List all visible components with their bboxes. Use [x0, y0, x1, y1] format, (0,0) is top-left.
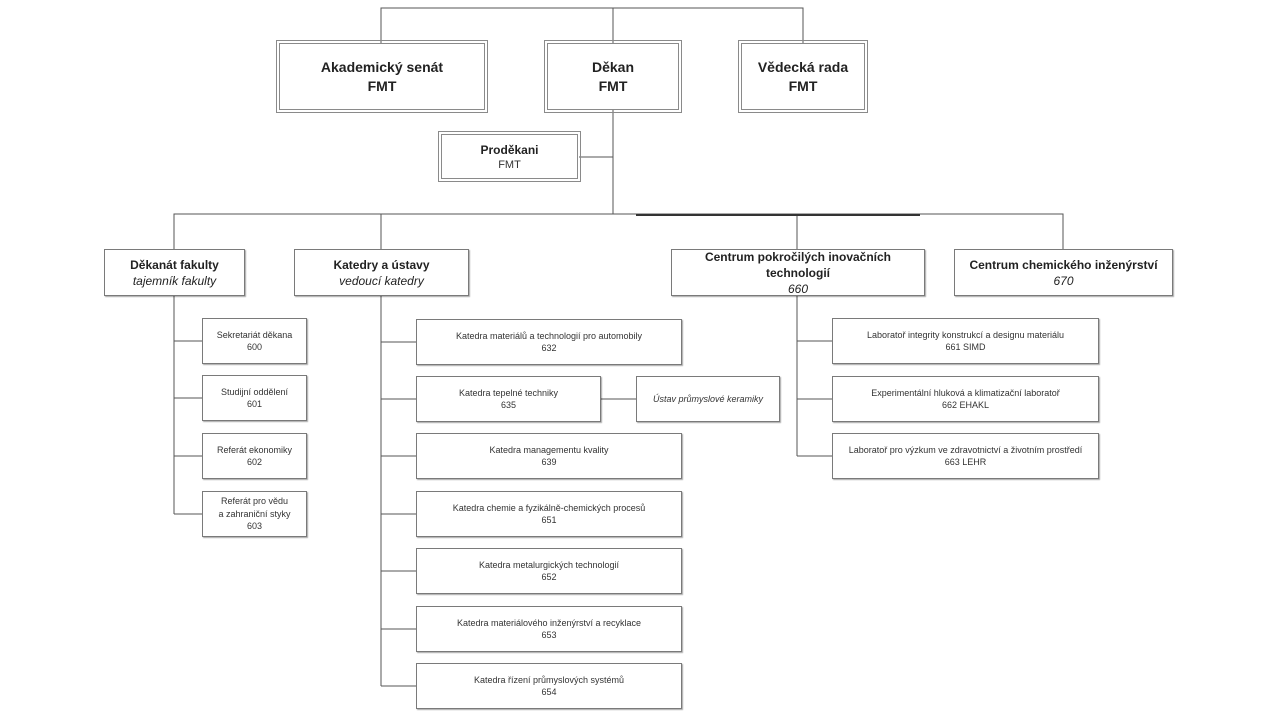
- deanery-unit-code: 602: [246, 457, 263, 467]
- department-name: Katedra metalurgických technologií: [478, 559, 620, 570]
- department-box: Katedra tepelné techniky 635: [416, 376, 601, 422]
- centre-chem-name: Centrum chemického inženýrství: [969, 257, 1158, 272]
- dean-org: FMT: [598, 77, 628, 94]
- senate-org: FMT: [367, 77, 397, 94]
- institute-box: Ústav průmyslové keramiky: [636, 376, 780, 422]
- centre-chem-code: 670: [1053, 273, 1074, 288]
- department-box: Katedra managementu kvality 639: [416, 433, 682, 479]
- department-name: Katedra tepelné techniky: [458, 387, 559, 398]
- department-code: 654: [541, 687, 557, 697]
- lab-box: Experimentální hluková a klimatizační la…: [832, 376, 1099, 422]
- centre-chem-box: Centrum chemického inženýrství 670: [954, 249, 1173, 296]
- centre-tech-box: Centrum pokročilých inovačních technolog…: [671, 249, 925, 296]
- vice-deans-org: FMT: [498, 158, 521, 171]
- deanery-unit-box: Referát pro vědu a zahraniční styky 603: [202, 491, 307, 537]
- deanery-name: Děkanát fakulty: [130, 257, 219, 272]
- institute-name: Ústav průmyslové keramiky: [652, 394, 764, 404]
- deanery-unit-box: Studijní oddělení 601: [202, 375, 307, 421]
- department-name: Katedra materiálového inženýrství a recy…: [456, 617, 642, 628]
- science-board-name: Vědecká rada: [757, 58, 849, 75]
- deanery-unit-name: Studijní oddělení: [220, 386, 289, 397]
- deanery-unit-box: Referát ekonomiky 602: [202, 433, 307, 479]
- department-box: Katedra metalurgických technologií 652: [416, 548, 682, 594]
- departments-box: Katedry a ústavy vedoucí katedry: [294, 249, 469, 296]
- deanery-unit-code: 603: [246, 521, 263, 532]
- deanery-box: Děkanát fakulty tajemník fakulty: [104, 249, 245, 296]
- vice-deans-box: Proděkani FMT: [438, 131, 581, 182]
- deanery-head: tajemník fakulty: [132, 273, 217, 288]
- department-code: 653: [541, 630, 557, 640]
- lab-code: 663 LEHR: [944, 457, 987, 467]
- lab-name: Experimentální hluková a klimatizační la…: [871, 387, 1060, 398]
- senate-name: Akademický senát: [320, 58, 444, 75]
- lab-name: Laboratoř pro výzkum ve zdravotnictví a …: [848, 444, 1083, 455]
- lab-code: 661 SIMD: [945, 342, 986, 352]
- science-board-org: FMT: [788, 77, 818, 94]
- science-board-box: Vědecká rada FMT: [738, 40, 868, 113]
- department-name: Katedra řízení průmyslových systémů: [473, 674, 625, 685]
- department-code: 652: [541, 572, 557, 582]
- department-name: Katedra chemie a fyzikálně-chemických pr…: [452, 502, 646, 513]
- department-box: Katedra řízení průmyslových systémů 654: [416, 663, 682, 709]
- centre-tech-name: Centrum pokročilých inovačních technolog…: [704, 249, 892, 280]
- lab-box: Laboratoř integrity konstrukcí a designu…: [832, 318, 1099, 364]
- department-box: Katedra materiálů a technologií pro auto…: [416, 319, 682, 365]
- department-code: 651: [541, 515, 557, 525]
- deanery-unit-code: 601: [246, 399, 263, 409]
- department-name: Katedra managementu kvality: [489, 444, 609, 455]
- dean-name: Děkan: [591, 58, 635, 75]
- deanery-unit-name-2: a zahraniční styky: [218, 508, 291, 519]
- departments-name: Katedry a ústavy: [333, 257, 430, 272]
- deanery-unit-name: Referát ekonomiky: [216, 444, 293, 455]
- deanery-unit-name: Referát pro vědu: [220, 496, 289, 507]
- department-box: Katedra chemie a fyzikálně-chemických pr…: [416, 491, 682, 537]
- deanery-unit-name: Sekretariát děkana: [216, 329, 293, 340]
- deanery-unit-box: Sekretariát děkana 600: [202, 318, 307, 364]
- department-code: 635: [500, 400, 517, 410]
- department-box: Katedra materiálového inženýrství a recy…: [416, 606, 682, 652]
- department-code: 632: [541, 343, 557, 353]
- lab-code: 662 EHAKL: [941, 400, 990, 410]
- department-code: 639: [541, 457, 557, 467]
- dean-box: Děkan FMT: [544, 40, 682, 113]
- centre-tech-code: 660: [787, 281, 809, 296]
- department-name: Katedra materiálů a technologií pro auto…: [455, 330, 643, 341]
- senate-box: Akademický senát FMT: [276, 40, 488, 113]
- vice-deans-name: Proděkani: [480, 142, 539, 157]
- lab-name: Laboratoř integrity konstrukcí a designu…: [866, 329, 1065, 340]
- departments-head: vedoucí katedry: [339, 273, 424, 288]
- deanery-unit-code: 600: [246, 342, 263, 352]
- lab-box: Laboratoř pro výzkum ve zdravotnictví a …: [832, 433, 1099, 479]
